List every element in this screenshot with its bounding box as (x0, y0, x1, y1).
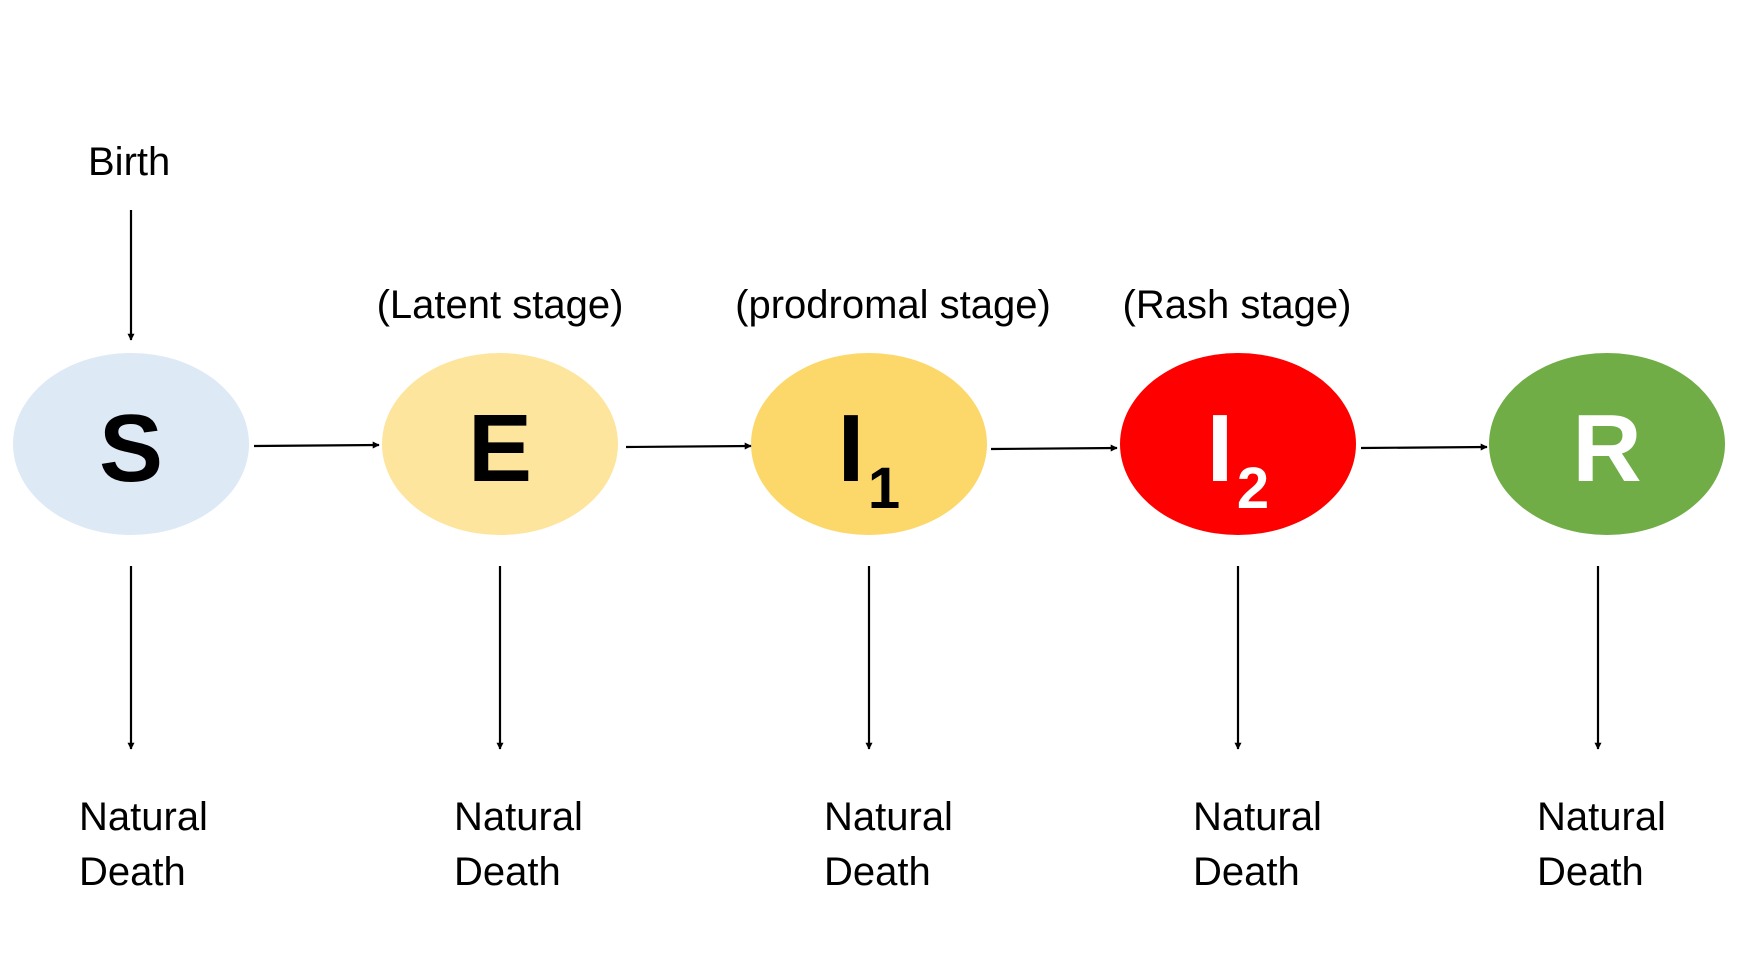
death-label-e: Natural Death (454, 795, 583, 894)
death-label-line2: Death (454, 850, 561, 894)
node-s-shape (13, 353, 249, 535)
node-i1: I 1 (751, 353, 987, 535)
arrow-s-to-e (253, 441, 380, 449)
node-r: R (1489, 353, 1725, 535)
death-label-s: Natural Death (79, 795, 208, 894)
arrow-e-to-i1 (625, 442, 752, 450)
arrow-i1-to-i2 (990, 444, 1118, 452)
node-s: S (13, 353, 249, 535)
node-i2-subscript: 2 (1237, 456, 1269, 521)
node-i2-letter: I (1207, 395, 1234, 502)
death-label-line1: Natural (1193, 795, 1322, 839)
arrow-i2-to-r (1360, 443, 1488, 451)
death-label-line1: Natural (1537, 795, 1666, 839)
death-label-line2: Death (1537, 850, 1644, 894)
node-i2: I 2 (1120, 353, 1356, 535)
death-label-i2: Natural Death (1193, 795, 1322, 894)
node-i2-shape (1120, 353, 1356, 535)
node-e-shape (382, 353, 618, 535)
node-i1-subscript: 1 (868, 456, 900, 521)
node-e-letter: E (468, 395, 532, 502)
death-label-i1: Natural Death (824, 795, 953, 894)
death-label-line1: Natural (824, 795, 953, 839)
death-label-line2: Death (824, 850, 931, 894)
node-i1-letter: I (838, 395, 865, 502)
node-s-letter: S (99, 395, 163, 502)
death-label-line1: Natural (454, 795, 583, 839)
node-i1-shape (751, 353, 987, 535)
node-e: E (382, 353, 618, 535)
stage-label-i1: (prodromal stage) (735, 283, 1051, 327)
node-r-letter: R (1572, 395, 1641, 502)
death-label-line2: Death (79, 850, 186, 894)
stage-label-e: (Latent stage) (377, 283, 624, 327)
stage-label-i2: (Rash stage) (1123, 283, 1352, 327)
birth-label: Birth (88, 140, 170, 184)
node-r-shape (1489, 353, 1725, 535)
death-label-line1: Natural (79, 795, 208, 839)
death-label-line2: Death (1193, 850, 1300, 894)
death-label-r: Natural Death (1537, 795, 1666, 894)
